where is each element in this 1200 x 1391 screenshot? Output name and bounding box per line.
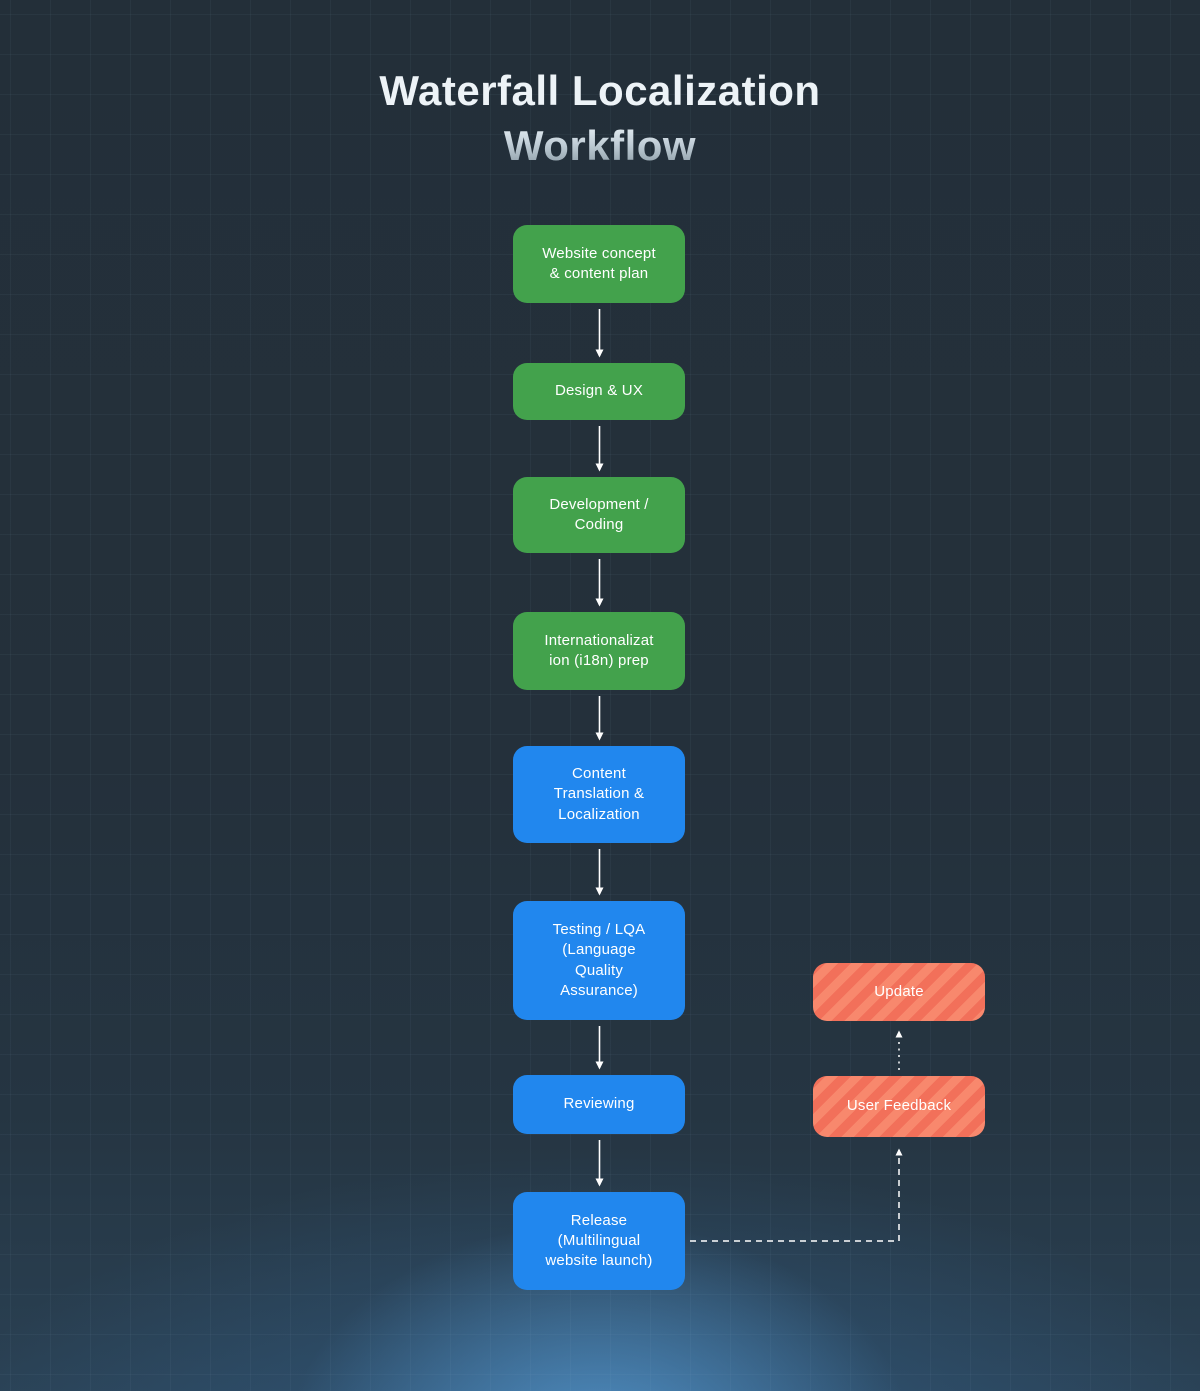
flow-node-release-multilingual-launch: Release (Multilingual website launch) bbox=[513, 1192, 685, 1290]
flow-node-testing-lqa: Testing / LQA (Language Quality Assuranc… bbox=[513, 901, 685, 1020]
flow-node-reviewing: Reviewing bbox=[513, 1075, 685, 1134]
flow-node-label: Design & UX bbox=[554, 382, 644, 400]
flow-node-update: Update bbox=[813, 963, 985, 1021]
flow-node-design-ux: Design & UX bbox=[513, 363, 685, 420]
flow-node-label: Development / Coding bbox=[549, 495, 649, 533]
flow-node-label: Release (Multilingual website launch) bbox=[545, 1211, 653, 1270]
flow-node-user-feedback: User Feedback bbox=[813, 1076, 985, 1137]
flow-node-label: Internationalizat ion (i18n) prep bbox=[544, 631, 654, 669]
flow-node-content-translation-localization: Content Translation & Localization bbox=[513, 746, 685, 843]
flow-node-label: Content Translation & Localization bbox=[553, 765, 645, 823]
flow-node-label: Update bbox=[874, 982, 924, 1000]
flow-node-website-concept-content-plan: Website concept & content plan bbox=[513, 225, 685, 303]
flow-node-label: User Feedback bbox=[846, 1097, 952, 1115]
flow-node-label: Testing / LQA (Language Quality Assuranc… bbox=[552, 921, 646, 999]
page-title-line1: Waterfall Localization bbox=[379, 67, 821, 114]
flow-node-internationalization-prep: Internationalizat ion (i18n) prep bbox=[513, 612, 685, 690]
flow-node-label: Website concept & content plan bbox=[542, 244, 656, 282]
flow-node-development-coding: Development / Coding bbox=[513, 477, 685, 553]
page-title-line2: Workflow bbox=[0, 119, 1200, 174]
page-title: Waterfall Localization Workflow bbox=[0, 64, 1200, 173]
flow-node-label: Reviewing bbox=[563, 1095, 635, 1113]
arrow-release-to-user-feedback bbox=[690, 1148, 903, 1242]
